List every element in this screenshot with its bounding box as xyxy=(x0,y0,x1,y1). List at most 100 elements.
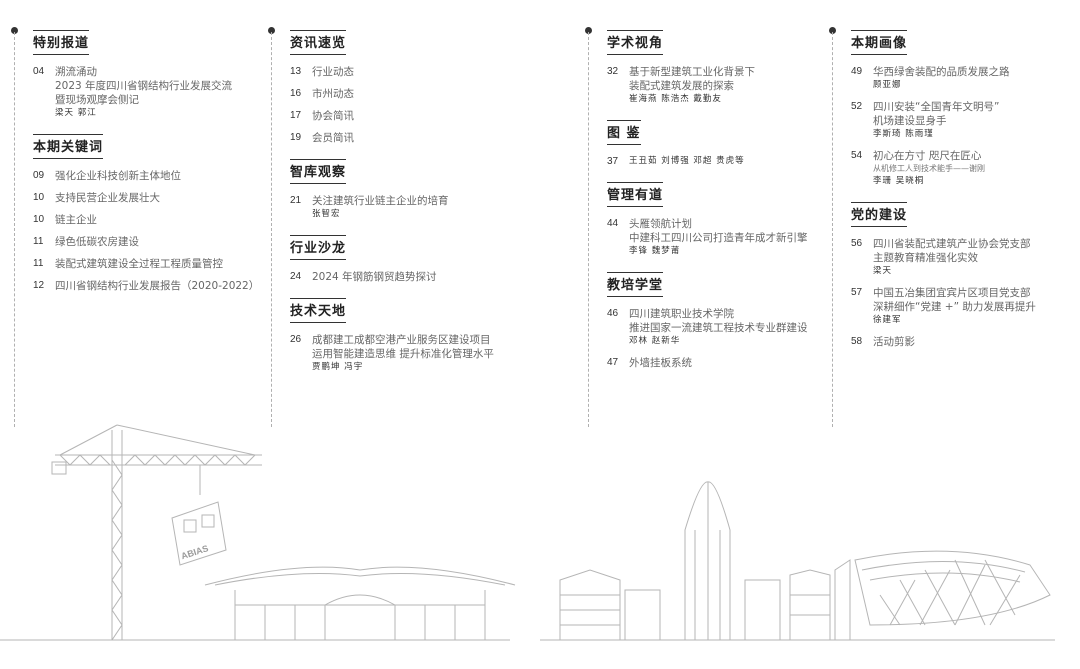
page-number: 37 xyxy=(607,156,619,167)
toc-entry[interactable]: 19 会员简讯 xyxy=(290,131,580,145)
section-title: 资讯速览 xyxy=(290,30,347,55)
toc-section: 图 鉴 37 王丑茹 刘博强 邓超 贵虎等 xyxy=(607,120,827,168)
entry-title-line: 市州动态 xyxy=(312,88,354,100)
entry-title-line: 链主企业 xyxy=(55,214,97,226)
entry-title-line: 四川省装配式建筑产业协会党支部 xyxy=(873,238,1031,250)
page-number: 58 xyxy=(851,336,863,347)
entry-title-line: 机场建设显身手 xyxy=(873,115,947,127)
entry-title-line: 2024 年钢筋钢贸趋势探讨 xyxy=(312,271,437,283)
entry-author: 李斯琦 陈雨瑾 xyxy=(873,129,934,139)
entry-title-line: 四川安装“全国青年文明号” xyxy=(873,101,1000,113)
entry-title-line: 溯流涌动 xyxy=(55,66,97,78)
section-title: 图 鉴 xyxy=(607,120,641,145)
section-title: 智库观察 xyxy=(290,159,347,184)
entry-title-line: 支持民营企业发展壮大 xyxy=(55,192,160,204)
entry-author: 王丑茹 刘博强 邓超 贵虎等 xyxy=(629,156,745,166)
entry-title-line: 中国五冶集团宜宾片区项目党支部 xyxy=(873,287,1031,299)
entry-author: 贾鹏坤 冯宇 xyxy=(312,362,364,372)
toc-entry[interactable]: 16 市州动态 xyxy=(290,87,580,101)
section-title: 本期画像 xyxy=(851,30,908,55)
section-title: 教培学堂 xyxy=(607,272,664,297)
entry-author: 梁天 郭江 xyxy=(55,108,97,118)
tower-crane xyxy=(51,424,262,641)
toc-entry[interactable]: 47 外墙挂板系统 xyxy=(607,356,827,370)
city-skyline xyxy=(559,481,1051,640)
entry-title-line: 成都建工成都空港产业服务区建设项目 xyxy=(312,334,491,346)
section-title: 技术天地 xyxy=(290,298,347,323)
toc-entry[interactable]: 10 链主企业 xyxy=(33,213,265,227)
entry-title-line: 强化企业科技创新主体地位 xyxy=(55,170,181,182)
page-number: 17 xyxy=(290,110,302,121)
column-divider xyxy=(832,32,833,427)
section-title: 本期关键词 xyxy=(33,134,104,159)
page-number: 47 xyxy=(607,357,619,368)
entry-title-line: 会员简讯 xyxy=(312,132,354,144)
entry-title-line: 四川建筑职业技术学院 xyxy=(629,308,734,320)
entry-title-line: 华西绿舍装配的品质发展之路 xyxy=(873,66,1010,78)
page-number: 44 xyxy=(607,218,619,229)
page-number: 13 xyxy=(290,66,302,77)
page-number: 24 xyxy=(290,271,302,282)
page-number: 52 xyxy=(851,101,863,112)
page-number: 46 xyxy=(607,308,619,319)
toc-section: 本期画像 49 华西绿舍装配的品质发展之路顾亚娜 52 四川安装“全国青年文明号” 机场建… xyxy=(851,30,1073,188)
entry-title-line: 关注建筑行业链主企业的培育 xyxy=(312,195,449,207)
column-divider xyxy=(14,32,15,427)
toc-column-4: 本期画像 49 华西绿舍装配的品质发展之路顾亚娜 52 四川安装“全国青年文明号” 机场建… xyxy=(851,30,1073,363)
section-title: 特别报道 xyxy=(33,30,90,55)
entry-title-line: 行业动态 xyxy=(312,66,354,78)
crane-sign-text: ABIAS xyxy=(180,543,210,561)
entry-title-line: 深耕细作“党建 +” 助力发展再提升 xyxy=(873,301,1036,313)
page-number: 11 xyxy=(33,258,44,269)
entry-title-line: 推进国家一流建筑工程技术专业群建设 xyxy=(629,322,808,334)
toc-entry[interactable]: 17 协会简讯 xyxy=(290,109,580,123)
column-divider xyxy=(588,32,589,427)
entry-title-line: 四川省钢结构行业发展报告（2020-2022） xyxy=(55,280,260,292)
entry-title-line: 2023 年度四川省钢结构行业发展交流 xyxy=(55,80,233,92)
page-number: 49 xyxy=(851,66,863,77)
page-number: 19 xyxy=(290,132,302,143)
toc-entry[interactable]: 49 华西绿舍装配的品质发展之路顾亚娜 xyxy=(851,65,1073,92)
toc-entry[interactable]: 37 王丑茹 刘博强 邓超 贵虎等 xyxy=(607,155,827,168)
column-marker-dot xyxy=(11,27,18,34)
entry-title-line: 活动剪影 xyxy=(873,336,915,348)
toc-section: 资讯速览 13 行业动态 16 市州动态 17 协会简讯 19 会员简讯 xyxy=(290,30,580,145)
column-marker-dot xyxy=(829,27,836,34)
entry-author: 崔海燕 陈浩杰 戴勤友 xyxy=(629,94,722,104)
entry-author: 徐建军 xyxy=(873,315,902,325)
entry-subtitle: 从机修工人到技术能手——谢刚 xyxy=(873,164,985,173)
entry-title-line: 协会简讯 xyxy=(312,110,354,122)
entry-title-line: 装配式建筑建设全过程工程质量管控 xyxy=(55,258,223,270)
page-number: 16 xyxy=(290,88,302,99)
entry-title-line: 装配式建筑发展的探索 xyxy=(629,80,734,92)
entry-title-line: 外墙挂板系统 xyxy=(629,357,692,369)
toc-entry[interactable]: 52 四川安装“全国青年文明号” 机场建设显身手李斯琦 陈雨瑾 xyxy=(851,100,1073,141)
page-number: 26 xyxy=(290,334,302,345)
toc-entry[interactable]: 24 2024 年钢筋钢贸趋势探讨 xyxy=(290,270,580,284)
toc-entry[interactable]: 13 行业动态 xyxy=(290,65,580,79)
entry-author: 顾亚娜 xyxy=(873,80,902,90)
toc-entry[interactable]: 11 装配式建筑建设全过程工程质量管控 xyxy=(33,257,265,271)
page-number: 10 xyxy=(33,214,45,225)
toc-entry[interactable]: 58 活动剪影 xyxy=(851,335,1073,349)
